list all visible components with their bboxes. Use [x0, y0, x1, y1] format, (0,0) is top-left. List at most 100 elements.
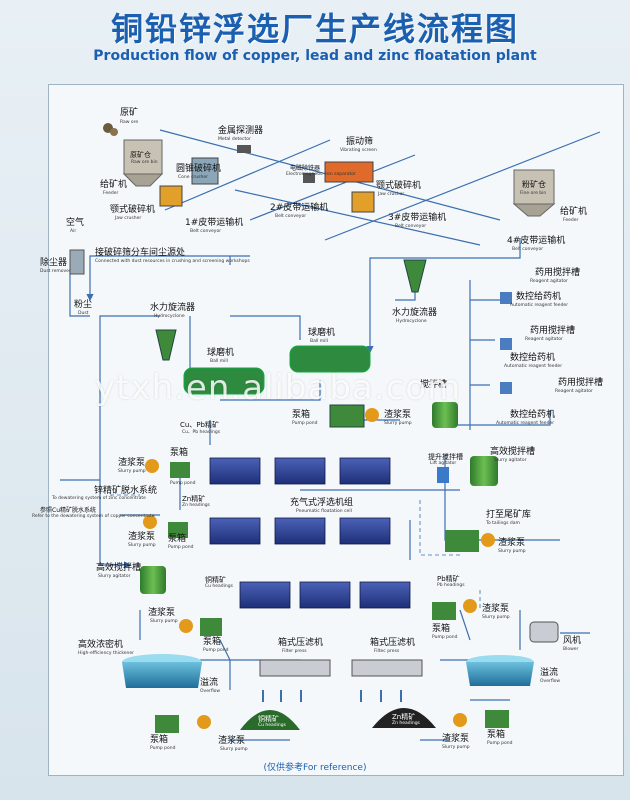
label-ball-mill-2-en: Ball mill — [310, 339, 328, 344]
slurry-pump — [453, 713, 467, 727]
hi-agitator-1 — [470, 456, 498, 486]
label-slurry-pump-2-en: Slurry pump — [118, 469, 146, 474]
label-reagent-agitator-1: 药用搅拌槽 — [535, 268, 581, 278]
label-hydrocyclone-1: 水力旋流器 — [150, 303, 196, 313]
label-overflow-2: 溢流 — [540, 668, 559, 678]
label-hi-agitator-2: 高效搅拌槽 — [96, 563, 142, 573]
label-jaw-crusher-2-en: Jaw crusher — [378, 192, 405, 197]
label-blower: 风机 — [563, 636, 582, 646]
label-jaw-crusher-1-en: Jaw crusher — [115, 216, 142, 221]
label-slurry-pump-1: 渣浆泵 — [384, 410, 412, 420]
label-slurry-pump-7-en: Slurry pump — [220, 747, 248, 752]
label-filter-press-1-en: Filter press — [282, 649, 307, 654]
label-pump-pond-6-en: Pump pond — [150, 746, 176, 751]
jaw-crusher-1 — [159, 185, 183, 207]
label-pb-headings-en: Pb headings — [437, 583, 465, 588]
hydrocyclone-1 — [155, 329, 177, 361]
cone-crusher — [191, 157, 219, 185]
label-pump-pond-7-en: Pump pond — [487, 741, 513, 746]
slurry-pump — [481, 533, 495, 547]
label-tailings-dam: 打至尾矿库 — [486, 510, 532, 520]
pump-pond — [445, 530, 479, 552]
vibrating-screen — [324, 161, 374, 183]
label-filter-press-1: 箱式压滤机 — [278, 638, 324, 648]
slurry-pump — [145, 459, 159, 473]
label-jaw-crusher-2: 颚式破碎机 — [376, 181, 422, 191]
label-reagent-feeder-1: 数控给药机 — [516, 292, 562, 302]
label-belt-1: 1#皮带运输机 — [185, 218, 244, 228]
label-air: 空气 — [66, 218, 85, 228]
hi-agitator-2 — [140, 566, 166, 594]
flotation-cell — [209, 457, 261, 485]
label-ball-mill-1: 球磨机 — [207, 348, 235, 358]
flotation-cell — [339, 517, 391, 545]
pump-pond — [485, 710, 509, 728]
label-jaw-crusher-1: 颚式破碎机 — [110, 205, 156, 215]
label-vibrating-screen-en: Vibrating screen — [340, 148, 377, 153]
filter-press-1 — [259, 659, 331, 677]
label-lift-agitator-en: Lift agitator — [430, 461, 457, 466]
label-slurry-pump-5-en: Slurry pump — [150, 619, 178, 624]
label-cu-headings-en: Cu headings — [205, 584, 233, 589]
label-zn-conc-en: Zn headings — [392, 721, 420, 726]
agitation-tank — [432, 402, 458, 428]
label-ore-bin-en: Raw ore bin — [131, 160, 158, 165]
label-thickener-en: High-efficiency thickener — [78, 651, 135, 656]
slurry-pump — [365, 408, 379, 422]
filter-press-2 — [351, 659, 423, 677]
label-pump-pond-6: 泵箱 — [150, 735, 169, 745]
label-raw-ore: 原矿 — [120, 108, 139, 118]
label-belt-4-en: Belt conveyor — [512, 247, 544, 252]
electromagnetic-iron-separator — [303, 173, 315, 183]
label-reagent-feeder-3: 数控给药机 — [510, 410, 556, 420]
label-ball-mill-1-en: Ball mill — [210, 359, 228, 364]
label-reagent-agitator-3-en: Reagent agitator — [555, 389, 593, 394]
label-copper-dewater: 参照Cu精矿脱水系统 — [40, 507, 96, 514]
pump-pond — [155, 715, 179, 733]
label-reagent-agitator-1-en: Reagent agitator — [530, 279, 568, 284]
label-pump-pond-1: 泵箱 — [292, 410, 311, 420]
label-thickener: 高效浓密机 — [78, 640, 124, 650]
pump-pond — [170, 462, 190, 478]
pump-pond-top — [329, 404, 365, 428]
label-slurry-pump-3-en: Slurry pump — [128, 543, 156, 548]
label-zn-headings-en: Zn headings — [182, 503, 210, 508]
label-pump-pond-1-en: Pump pond — [292, 421, 318, 426]
label-slurry-pump-8-en: Slurry pump — [442, 745, 470, 750]
label-air-en: Air — [70, 229, 77, 234]
label-belt-1-en: Belt conveyor — [190, 229, 222, 234]
label-zinc-dewater: 锌精矿脱水系统 — [94, 486, 158, 496]
label-slurry-pump-8: 渣浆泵 — [442, 734, 470, 744]
label-pneumatic-cell: 充气式浮选机组 — [290, 498, 354, 508]
label-cone-crusher: 圆锥破碎机 — [176, 164, 222, 174]
ball-mill-2 — [289, 345, 371, 373]
label-dust-en: Dust — [78, 311, 89, 316]
label-dust-connect: 接破碎筛分车间尘源处 — [95, 248, 186, 258]
label-hydrocyclone-2: 水力旋流器 — [392, 308, 438, 318]
flotation-cell — [274, 517, 326, 545]
label-slurry-pump-1-en: Slurry pump — [384, 421, 412, 426]
label-em-iron-en: Electromagnetic iron separator — [286, 172, 356, 177]
label-reagent-feeder-3-en: Automatic reagent feeder — [496, 421, 555, 426]
label-hi-agitator-1-en: Slurry agitator — [494, 458, 527, 463]
label-zinc-dewater-en: To dewatering system of zinc concentrate — [52, 496, 146, 501]
label-pump-pond-5-en: Pump pond — [432, 635, 458, 640]
label-ore-bin: 原矿仓 — [130, 151, 151, 159]
label-filter-press-2: 箱式压滤机 — [370, 638, 416, 648]
label-cu-headings: 铜精矿 — [205, 576, 226, 584]
hydrocyclone-2 — [403, 259, 427, 293]
label-zn-conc: Zn精矿 — [392, 713, 416, 721]
reagent-agitator-1 — [500, 292, 512, 304]
label-pump-pond-3-en: Pump pond — [168, 545, 194, 550]
flotation-cell — [339, 457, 391, 485]
label-reagent-feeder-1-en: Automatic reagent feeder — [510, 303, 569, 308]
label-pump-pond-7: 泵箱 — [487, 730, 506, 740]
label-pump-pond-4: 泵箱 — [203, 637, 222, 647]
label-metal-detector-en: Metal detector — [218, 137, 251, 142]
label-reagent-feeder-2-en: Automatic reagent feeder — [504, 364, 563, 369]
flotation-cell — [239, 581, 291, 609]
reagent-agitator-2 — [500, 338, 512, 350]
label-hydrocyclone-1-en: Hydrocyclone — [154, 314, 185, 319]
